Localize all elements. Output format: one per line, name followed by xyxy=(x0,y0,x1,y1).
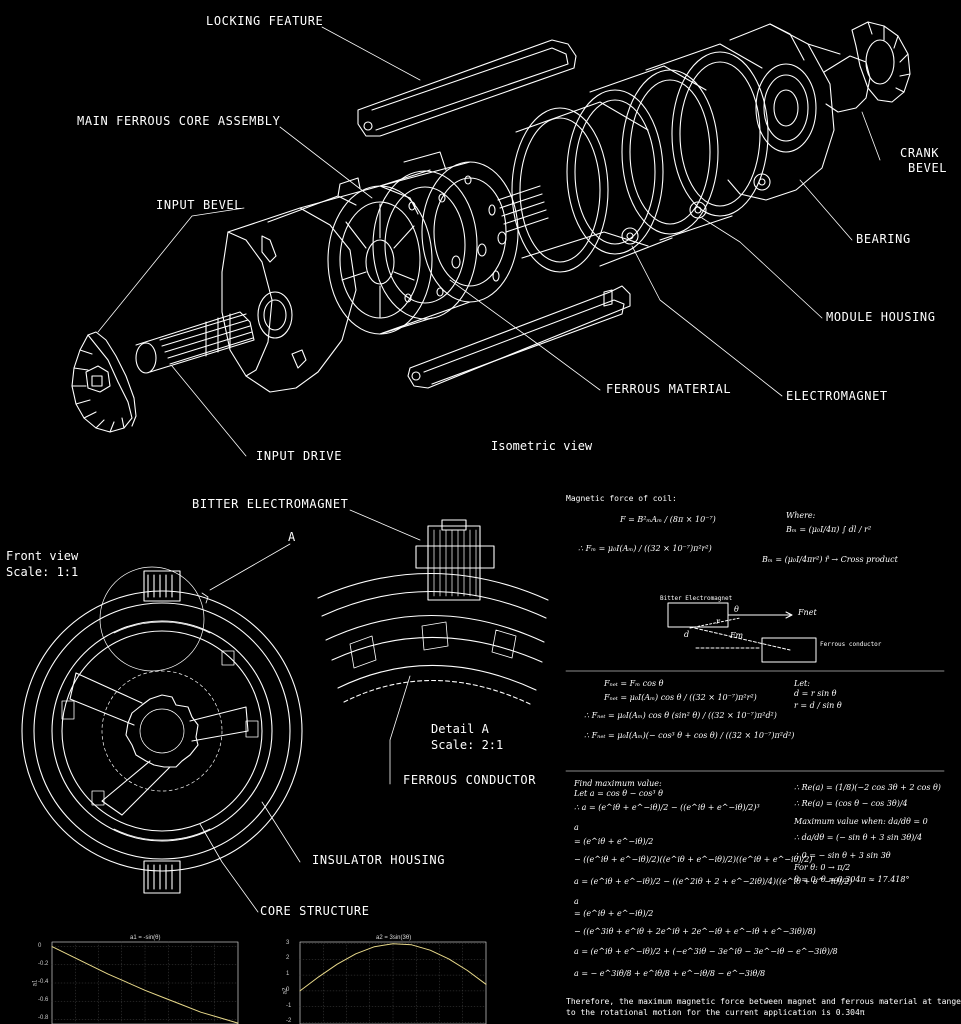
eq-max-when: Maximum value when: da/dθ = 0 xyxy=(794,817,928,826)
plot-frame xyxy=(299,941,487,1024)
label-crank: CRANK xyxy=(900,146,940,160)
label-ferrous-material: FERROUS MATERIAL xyxy=(606,382,732,396)
eq-let-a: Let a = cos θ − cos³ θ xyxy=(574,789,663,798)
eq-a-2: a xyxy=(574,823,579,832)
label-bearing: BEARING xyxy=(856,232,911,246)
plot-y-tick-label: -2 xyxy=(286,1018,292,1024)
label-detail-marker-a: A xyxy=(288,530,296,544)
plot-series-line xyxy=(51,946,239,1024)
eq-find-max: Find maximum value: xyxy=(574,779,662,788)
locking-feature-bottom xyxy=(407,285,631,389)
isometric-view xyxy=(71,21,911,457)
eq-re-2: ∴ Re(a) = (cos θ − cos 3θ)/4 xyxy=(794,799,908,808)
front-view xyxy=(21,566,303,894)
diagram-title: Bitter Electromagnet xyxy=(660,595,733,602)
plot-1-title: a1 = -sin(θ) xyxy=(130,935,161,941)
label-insulator-housing: INSULATOR HOUSING xyxy=(312,853,446,867)
eq-bm-2: Bₘ = (μ₀I/4πr²) r̂ → Cross product xyxy=(762,555,898,564)
conclusion-line-2: to the rotational motion for the current… xyxy=(566,1008,865,1017)
plot-1 xyxy=(51,941,239,1024)
force-diagram xyxy=(667,602,817,663)
plot-2-title: a2 = 3sin(3θ) xyxy=(376,935,412,941)
locking-feature-top xyxy=(357,39,577,137)
diagram-r: r xyxy=(716,617,720,626)
eq-a-10: a = − e^3iθ/8 + e^iθ/8 + e^−iθ/8 − e^−3i… xyxy=(574,969,766,978)
eq-bm-1: Bₘ = (μ₀I/4π) ∫ dl / r² xyxy=(786,525,872,534)
input-drive-shaft xyxy=(135,311,255,374)
label-ferrous-conductor: FERROUS CONDUCTOR xyxy=(403,773,537,787)
plot-y-tick-label: 2 xyxy=(286,955,290,962)
eq-let-2: r = d / sin θ xyxy=(794,701,842,710)
label-input-bevel: INPUT BEVEL xyxy=(156,198,243,212)
label-bitter-electromagnet: BITTER ELECTROMAGNET xyxy=(192,497,349,511)
conclusion-line-1: Therefore, the maximum magnetic force be… xyxy=(566,997,961,1006)
eq-solution: θ = 0; θ ≈ 0.304π ≈ 17.418° xyxy=(794,875,910,884)
caption-isometric-view: Isometric view xyxy=(491,439,593,453)
caption-front-view: Front view xyxy=(6,549,79,563)
eq-derivative: ∴ da/dθ = (− sin θ + 3 sin 3θ)/4 xyxy=(794,833,923,842)
eq-a-9: a = (e^iθ + e^−iθ)/2 + (−e^3iθ − 3e^iθ −… xyxy=(574,947,838,956)
label-input-drive: INPUT DRIVE xyxy=(256,449,343,463)
label-core-structure: CORE STRUCTURE xyxy=(260,904,370,918)
leader-lines-front xyxy=(199,509,421,913)
detail-a-view xyxy=(317,519,549,705)
plot-2 xyxy=(299,941,487,1024)
spline-shaft xyxy=(497,185,549,233)
ferrous-core-modules xyxy=(327,161,519,335)
eq-a-6: a xyxy=(574,897,579,906)
eq-fnet-1: Fₙₑₜ = Fₘ cos θ xyxy=(604,679,664,688)
plot-series-line xyxy=(299,943,487,992)
caption-detail-a: Detail A xyxy=(431,722,489,736)
label-electromagnet: ELECTROMAGNET xyxy=(786,389,888,403)
eq-a-7: = (e^iθ + e^−iθ)/2 xyxy=(574,909,654,918)
eq-fnet-4: ∴ Fₙₑₜ = μ₀I(Aₘ)(− cos³ θ + cos θ) / ((3… xyxy=(584,731,795,740)
diagram-conductor: Ferrous conductor xyxy=(820,641,882,648)
label-bevel: BEVEL xyxy=(908,161,948,175)
eq-let: Let: xyxy=(794,679,810,688)
plot-y-tick-label: -0.6 xyxy=(38,997,49,1004)
diagram-theta: θ xyxy=(734,605,739,614)
module-housing xyxy=(727,23,841,201)
crank-bevel-gear xyxy=(823,21,911,113)
plot-y-tick-label: 0 xyxy=(286,986,290,993)
eq-zero: ∴ 0 = − sin θ + 3 sin 3θ xyxy=(794,851,891,860)
label-main-ferrous-core: MAIN FERROUS CORE ASSEMBLY xyxy=(77,114,281,128)
eq-range: For θ: 0 → π/2 xyxy=(794,863,851,872)
end-cap-housing xyxy=(221,151,447,393)
plot-y-tick-label: -0.8 xyxy=(38,1015,49,1022)
eq-fnet-3: ∴ Fₙₑₜ = μ₀I(Aₘ) cos θ (sin² θ) / ((32 ×… xyxy=(584,711,777,720)
eq-a-4: − ((e^iθ + e^−iθ)/2)((e^iθ + e^−iθ)/2)((… xyxy=(574,855,813,864)
leader-lines-iso xyxy=(97,26,881,457)
plot-y-tick-label: -0.2 xyxy=(38,960,49,967)
eq-where: Where: xyxy=(786,511,816,520)
eq-a-5: a = (e^iθ + e^−iθ)/2 − ((e^2iθ + 2 + e^−… xyxy=(574,877,853,886)
diagram-fm: Fm xyxy=(730,631,744,640)
caption-front-scale: Scale: 1:1 xyxy=(6,565,79,579)
plot-y-tick-label: -0.4 xyxy=(38,979,49,985)
eq-a-1: ∴ a = (e^iθ + e^−iθ)/2 − ((e^iθ + e^−iθ)… xyxy=(574,803,760,812)
plot-y-tick-label: 0 xyxy=(38,942,42,949)
plot-y-tick-label: -1 xyxy=(286,1002,292,1009)
plot-y-tick-label: 1 xyxy=(286,971,290,978)
diagram-d: d xyxy=(684,630,690,639)
eq-re-1: ∴ Re(a) = (1/8)(−2 cos 3θ + 2 cos θ) xyxy=(794,783,941,792)
eq-let-1: d = r sin θ xyxy=(794,689,837,698)
eq-fnet-2: Fₙₑₜ = μ₀I(Aₘ) cos θ / ((32 × 10⁻⁷)π²r²) xyxy=(604,693,757,702)
input-bevel-gear xyxy=(71,331,137,433)
eq-a-3: = (e^iθ + e^−iθ)/2 xyxy=(574,837,654,846)
eq-force-1: F = B²ₘAₘ / (8π × 10⁻⁷) xyxy=(620,515,716,524)
caption-detail-scale: Scale: 2:1 xyxy=(431,738,504,752)
label-locking-feature: LOCKING FEATURE xyxy=(206,14,324,28)
electromagnet-rings xyxy=(511,43,771,273)
math-heading: Magnetic force of coil: xyxy=(566,494,677,503)
eq-a-8: − ((e^3iθ + e^iθ + 2e^iθ + 2e^−iθ + e^−i… xyxy=(574,927,816,936)
plot-y-tick-label: 3 xyxy=(286,939,290,946)
label-module-housing: MODULE HOUSING xyxy=(826,310,936,324)
diagram-fnet: Fnet xyxy=(798,608,817,617)
eq-force-2: ∴ Fₘ = μ₀I(Aₘ) / ((32 × 10⁻⁷)π²r²) xyxy=(578,544,712,553)
